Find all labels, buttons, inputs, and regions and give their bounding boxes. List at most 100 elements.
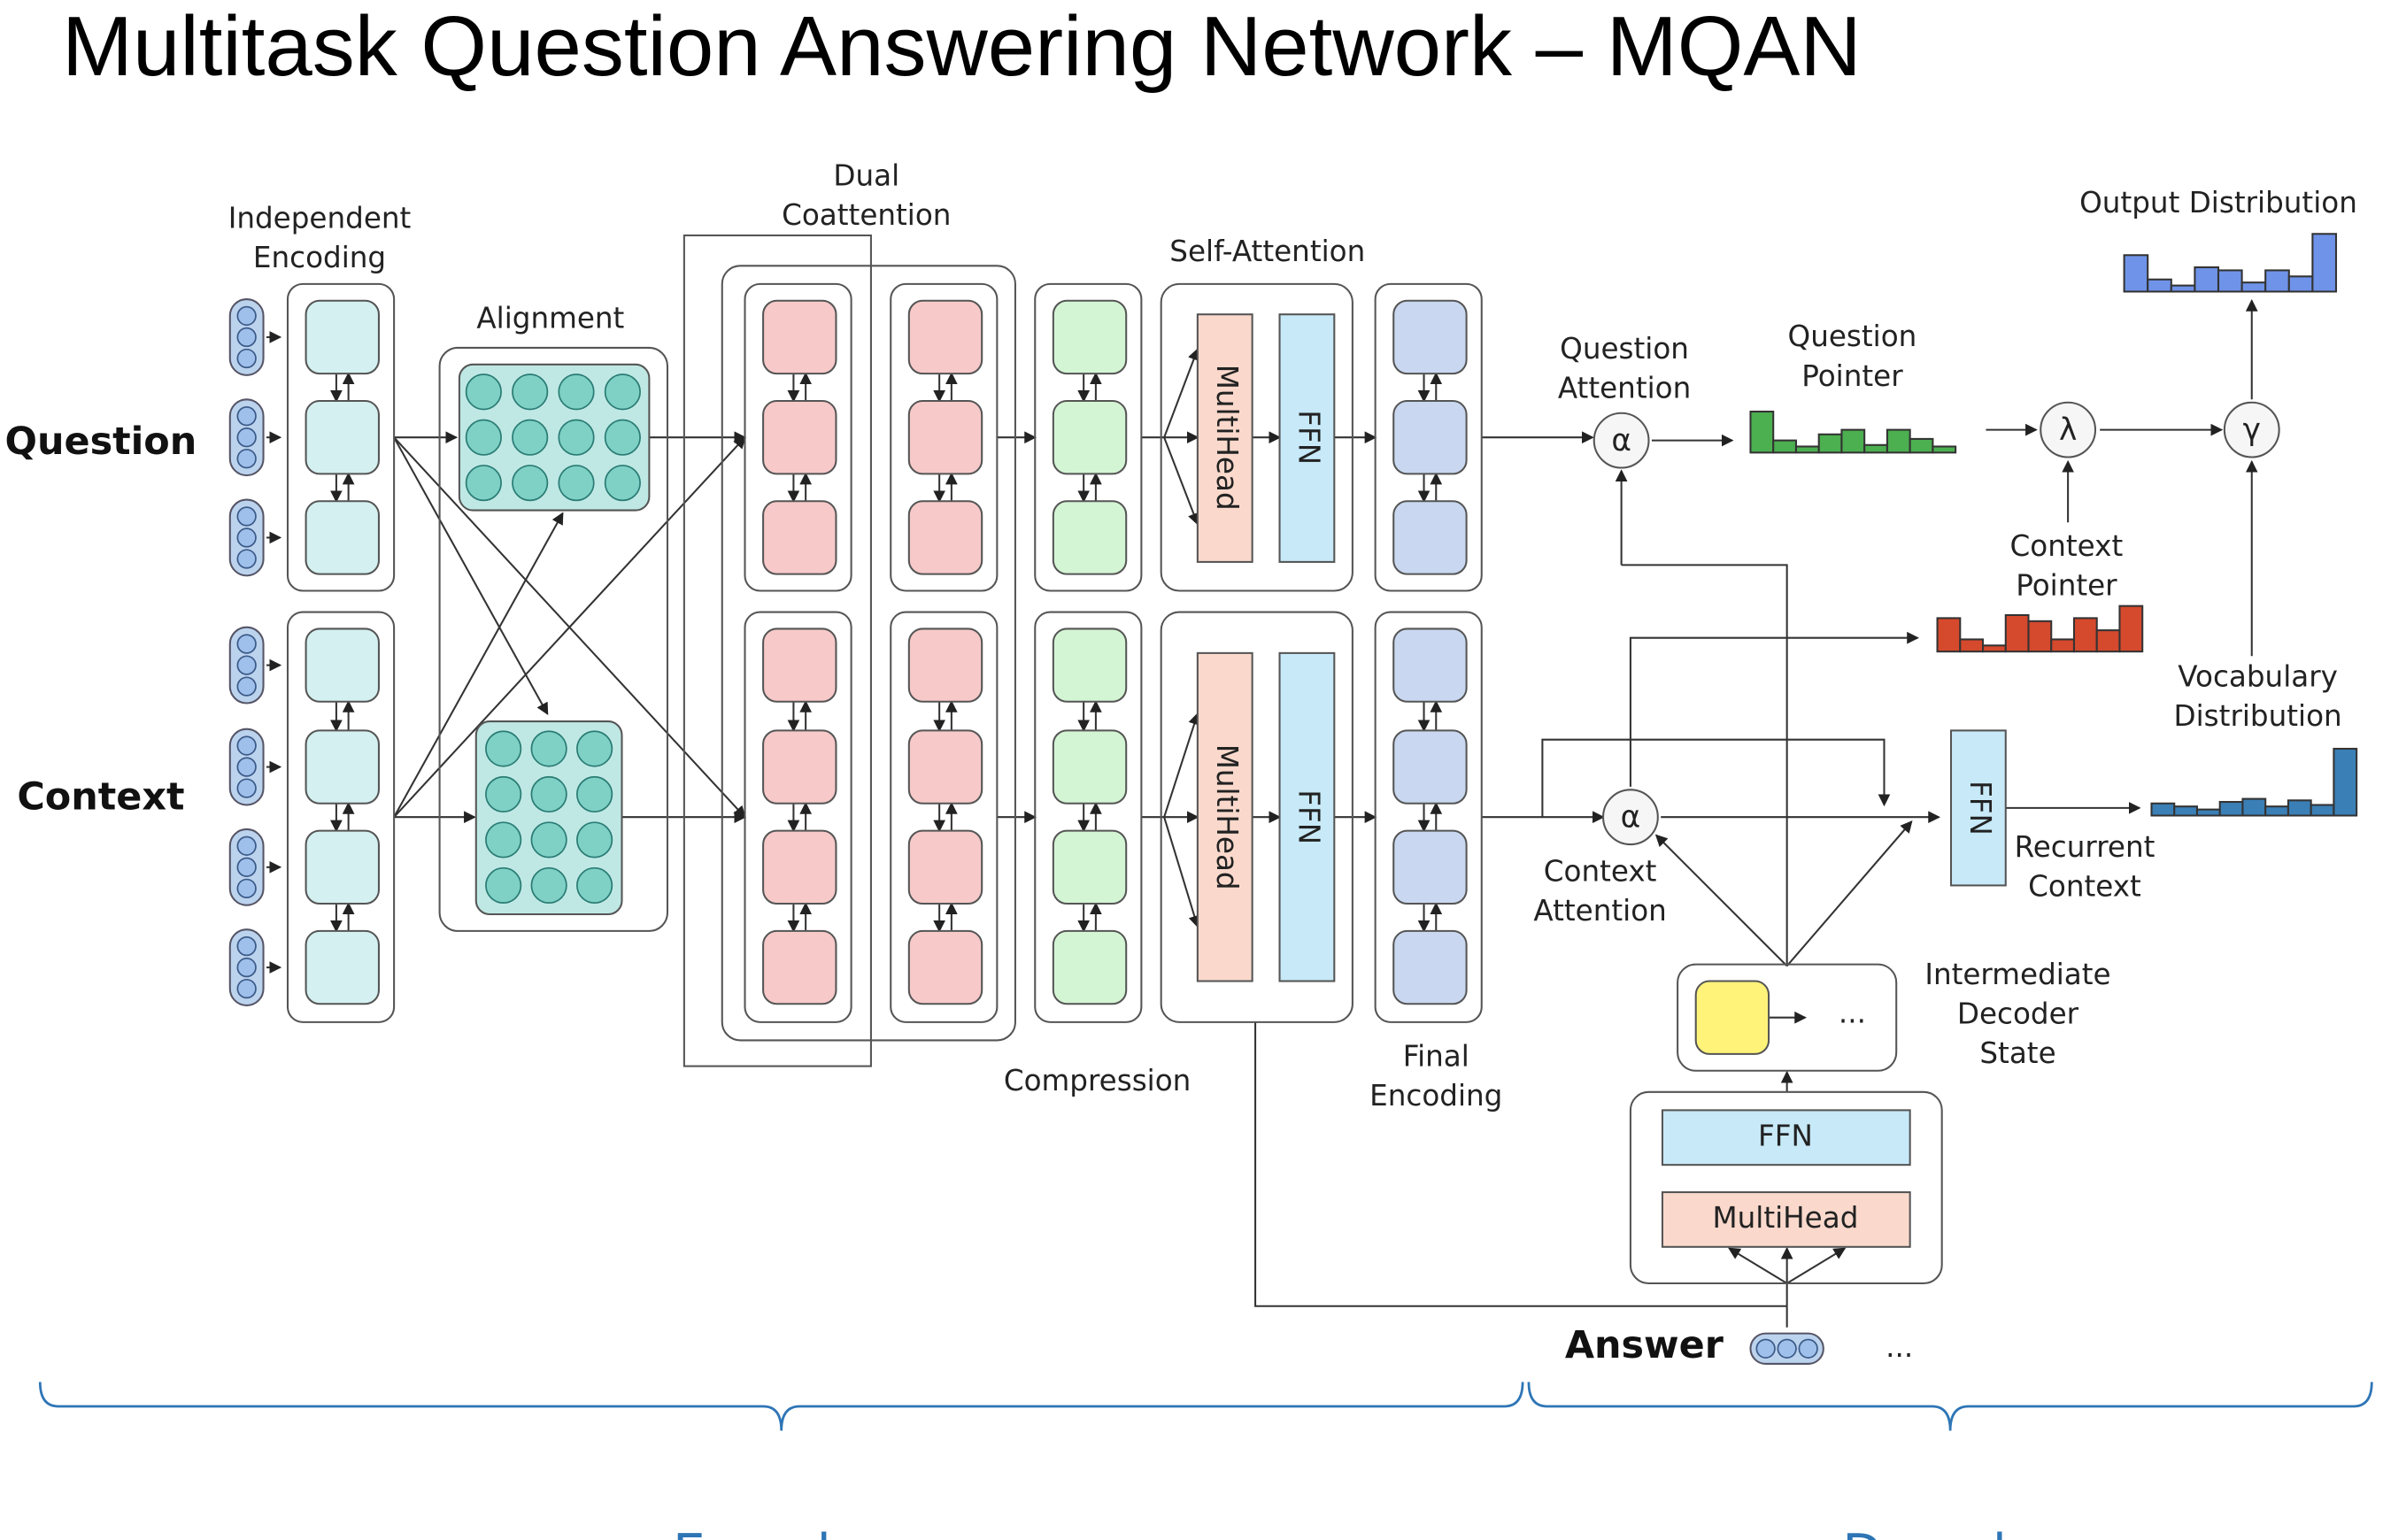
alignment-box bbox=[438, 346, 669, 932]
output-distribution-bar bbox=[2217, 269, 2243, 293]
independent-encoding-label-2: Encoding bbox=[253, 241, 386, 274]
vocabulary-distribution-bar bbox=[2195, 808, 2221, 817]
coattention-context-col-a bbox=[744, 611, 852, 1023]
output-distribution-bar bbox=[2123, 254, 2149, 293]
alignment-circle bbox=[512, 373, 549, 411]
alignment-circle bbox=[465, 373, 502, 411]
alignment-circle bbox=[576, 730, 613, 767]
coattention-question-col-b bbox=[890, 282, 999, 592]
token-circle bbox=[236, 527, 257, 548]
alignment-circle bbox=[558, 465, 595, 502]
question-pointer-bar bbox=[1932, 445, 1957, 454]
alignment-circle bbox=[530, 730, 567, 767]
output-distribution-bar bbox=[2240, 281, 2267, 293]
intermediate-decoder-state-label-2: Decoder bbox=[1957, 997, 2079, 1031]
state-to-ffn bbox=[1785, 820, 1913, 967]
lambda-gate-node bbox=[2040, 401, 2097, 458]
final-encoding-cell bbox=[1392, 929, 1468, 1005]
question-attention-node bbox=[1593, 412, 1650, 469]
encoding-cell bbox=[305, 829, 380, 905]
alignment-circle bbox=[530, 866, 567, 905]
context-pointer-bar bbox=[2072, 617, 2098, 653]
alignment-circle bbox=[530, 821, 567, 859]
self-attention-label: Self-Attention bbox=[1169, 235, 1365, 268]
token-circle bbox=[236, 735, 257, 756]
multihead-context-block bbox=[1196, 651, 1253, 982]
context-pointer-bar bbox=[2095, 629, 2121, 653]
alignment-circle bbox=[465, 419, 502, 456]
coattention-cell bbox=[762, 399, 837, 475]
answer-in-left bbox=[1727, 1247, 1788, 1284]
independent-encoding-label-1: Independent bbox=[228, 201, 412, 235]
coattention-cell bbox=[762, 299, 837, 375]
coattention-outer-box bbox=[721, 265, 1016, 1042]
alignment-question-grid bbox=[458, 363, 651, 512]
encoding-cell bbox=[305, 929, 380, 1005]
answer-label: Answer bbox=[1565, 1323, 1724, 1367]
token-circle bbox=[236, 634, 257, 654]
vocabulary-distribution-bar bbox=[2264, 805, 2289, 817]
coattention-cell bbox=[907, 399, 983, 475]
dual-coattention-label-1: Dual bbox=[833, 158, 899, 192]
context-attention-node bbox=[1602, 789, 1659, 846]
token-circle bbox=[236, 676, 257, 697]
alignment-circle bbox=[558, 419, 595, 456]
output-distribution-bar bbox=[2311, 233, 2338, 293]
question-pointer-bar bbox=[1749, 411, 1775, 454]
context-pointer-bar bbox=[2050, 638, 2076, 653]
alignment-circle bbox=[576, 775, 613, 813]
token-circle bbox=[236, 778, 257, 798]
slide-title: Multitask Question Answering Network – M… bbox=[62, 0, 1862, 94]
token-circle bbox=[236, 936, 257, 957]
alignment-circle bbox=[485, 821, 522, 859]
coattention-cell bbox=[907, 729, 983, 805]
compression-cell bbox=[1052, 500, 1128, 575]
question-pointer-bar bbox=[1817, 433, 1843, 454]
output-distribution-label: Output Distribution bbox=[2079, 186, 2357, 219]
coattention-question-col-a bbox=[744, 282, 852, 592]
dual-coattention-outline bbox=[683, 234, 872, 1067]
token-circle bbox=[236, 857, 257, 877]
gamma-gate-node bbox=[2223, 401, 2280, 458]
decoder-state-ellipsis: ... bbox=[1839, 996, 1866, 1029]
final-encoding-cell bbox=[1392, 299, 1468, 375]
fan-q-1 bbox=[1163, 348, 1200, 438]
token-circle bbox=[236, 506, 257, 527]
vocabulary-distribution-bar bbox=[2241, 797, 2267, 817]
vocabulary-distribution-label-2: Distribution bbox=[2174, 699, 2342, 733]
context-attention-label-2: Attention bbox=[1533, 894, 1666, 928]
coattention-cell bbox=[762, 929, 837, 1005]
alignment-label: Alignment bbox=[476, 302, 624, 335]
recurrent-context-label-2: Context bbox=[2028, 869, 2141, 903]
output-distribution-bar bbox=[2194, 266, 2220, 293]
coattention-cell bbox=[907, 628, 983, 703]
token-circle bbox=[236, 406, 257, 427]
q-cross-1 bbox=[393, 436, 549, 716]
final-encoding-question-box bbox=[1374, 282, 1483, 592]
token-circle bbox=[236, 835, 257, 856]
recurrent-ffn-text: FFN bbox=[1963, 781, 1997, 835]
alignment-circle bbox=[558, 373, 595, 411]
output-distribution-bar bbox=[2287, 275, 2314, 293]
token-circle bbox=[236, 549, 257, 569]
question-pointer-bar bbox=[1886, 428, 1911, 454]
token-circle bbox=[236, 655, 257, 675]
final-encoding-cell bbox=[1392, 500, 1468, 575]
vocabulary-distribution-bar bbox=[2287, 799, 2312, 817]
gamma-gate-node-symbol: γ bbox=[2243, 412, 2261, 448]
coattention-cell bbox=[762, 729, 837, 805]
alignment-circle bbox=[512, 465, 549, 502]
c-att-to-context-pointer bbox=[1629, 631, 1919, 787]
final-encoding-cell bbox=[1392, 829, 1468, 905]
compression-cell bbox=[1052, 829, 1128, 905]
connections bbox=[266, 299, 2258, 1328]
ffn-question-block bbox=[1278, 313, 1336, 563]
recurrent-context-label-1: Recurrent bbox=[2015, 830, 2155, 864]
output-distribution-bar bbox=[2147, 278, 2172, 293]
context-pointer-bar bbox=[1936, 617, 1962, 653]
token-circle bbox=[236, 327, 257, 348]
encoding-cell bbox=[305, 399, 380, 475]
token-circle bbox=[236, 427, 257, 448]
answer-decoder-box bbox=[1629, 1090, 1943, 1285]
question-pointer-label-2: Pointer bbox=[1801, 359, 1903, 393]
